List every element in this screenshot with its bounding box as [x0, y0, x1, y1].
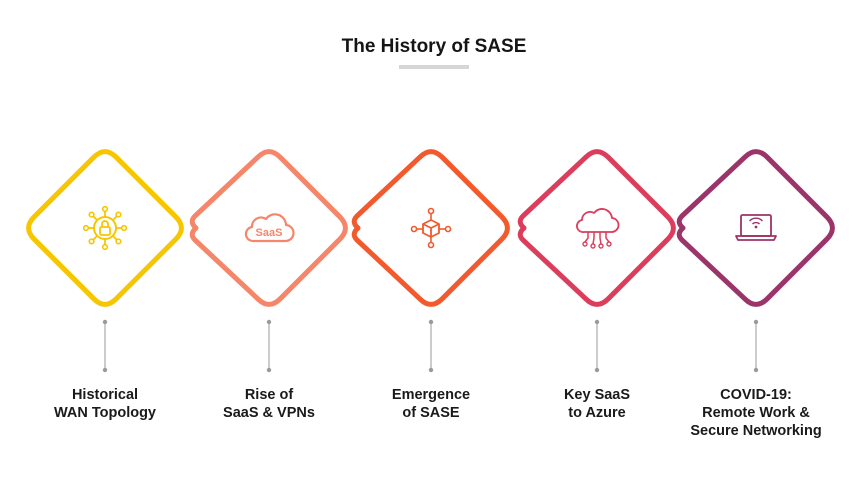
network-cube-icon: [410, 207, 452, 249]
stage-4: [517, 149, 676, 373]
stage-diamond: [517, 149, 676, 307]
stage-caption: Key SaaS to Azure: [512, 386, 682, 422]
stage-caption: COVID-19: Remote Work & Secure Networking: [671, 386, 841, 440]
saas-cloud-icon: SaaS: [244, 213, 295, 243]
stage-diamond: [189, 149, 348, 307]
stage-diamond: [26, 149, 184, 307]
caption-line: Emergence: [391, 387, 471, 403]
stage-3: [351, 149, 510, 373]
caption-line: COVID-19:: [720, 387, 792, 403]
stage-connector: [428, 319, 434, 373]
stage-caption: Rise of SaaS & VPNs: [184, 386, 354, 422]
stage-2: SaaS: [189, 149, 348, 373]
caption-line: SaaS & VPNs: [223, 405, 315, 421]
stage-caption: Emergence of SASE: [346, 386, 516, 422]
caption-line: Key SaaS: [563, 387, 631, 403]
lock-network-icon: [82, 205, 128, 251]
caption-line: Remote Work &: [702, 405, 810, 421]
caption-line: Rise of: [244, 387, 294, 403]
stage-1: [26, 149, 184, 373]
page-title: The History of SASE: [341, 36, 527, 57]
laptop-wifi-icon: [735, 214, 777, 241]
caption-line: Historical: [71, 387, 139, 403]
stage-connector: [753, 319, 759, 373]
stage-connector: [594, 319, 600, 373]
title-underline: [399, 65, 469, 69]
stage-5: [676, 149, 835, 373]
stage-connector: [266, 319, 272, 373]
caption-line: of SASE: [402, 405, 460, 421]
caption-line: to Azure: [568, 405, 626, 421]
caption-line: Secure Networking: [690, 423, 822, 439]
stage-connector: [102, 319, 108, 373]
cloud-circuit-icon: [576, 208, 620, 249]
svg-text:SaaS: SaaS: [256, 227, 283, 239]
caption-line: WAN Topology: [53, 405, 157, 421]
